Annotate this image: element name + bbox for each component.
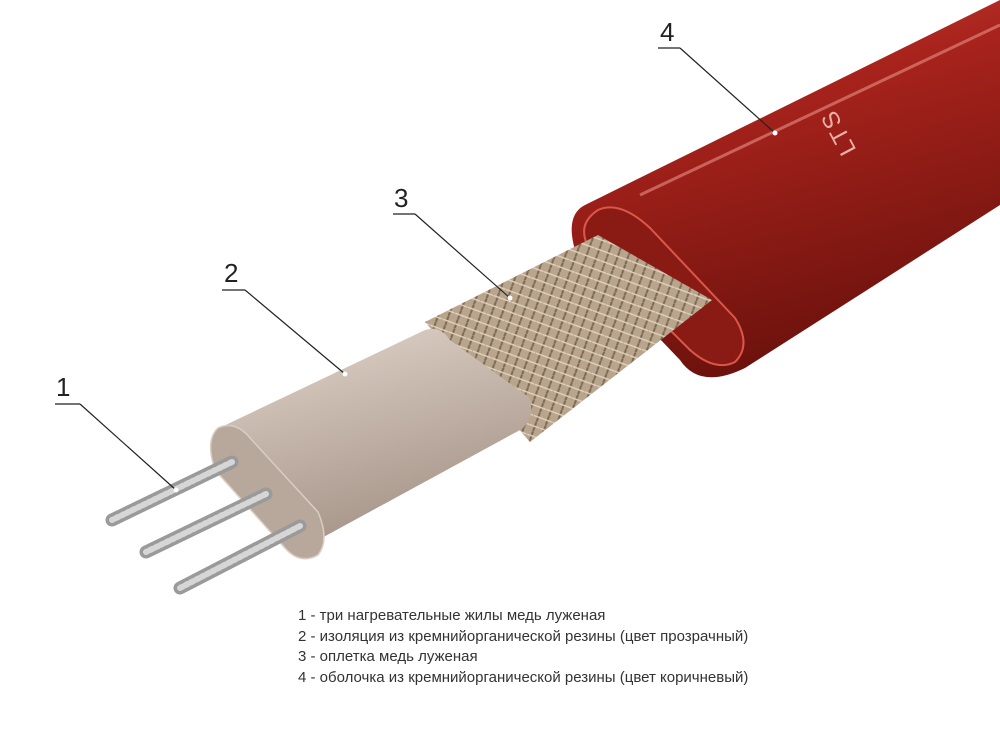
heating-wires xyxy=(105,455,307,595)
legend-item: 1 - три нагревательные жилы медь луженая xyxy=(298,607,606,624)
legend: 1 - три нагревательные жилы медь луженая… xyxy=(298,606,748,688)
callout-3: 3 xyxy=(394,183,409,213)
legend-item: 2 - изоляция из кремнийорганической рези… xyxy=(298,627,749,645)
callout-1: 1 xyxy=(56,372,71,402)
callout-leaders xyxy=(55,47,776,491)
callout-2: 2 xyxy=(224,258,239,288)
callout-dots xyxy=(173,130,778,493)
legend-item: 3 - оплетка медь луженая xyxy=(298,648,478,665)
callout-4: 4 xyxy=(660,17,675,47)
legend-item: 4 - оболочка из кремнийорганической рези… xyxy=(298,668,749,686)
